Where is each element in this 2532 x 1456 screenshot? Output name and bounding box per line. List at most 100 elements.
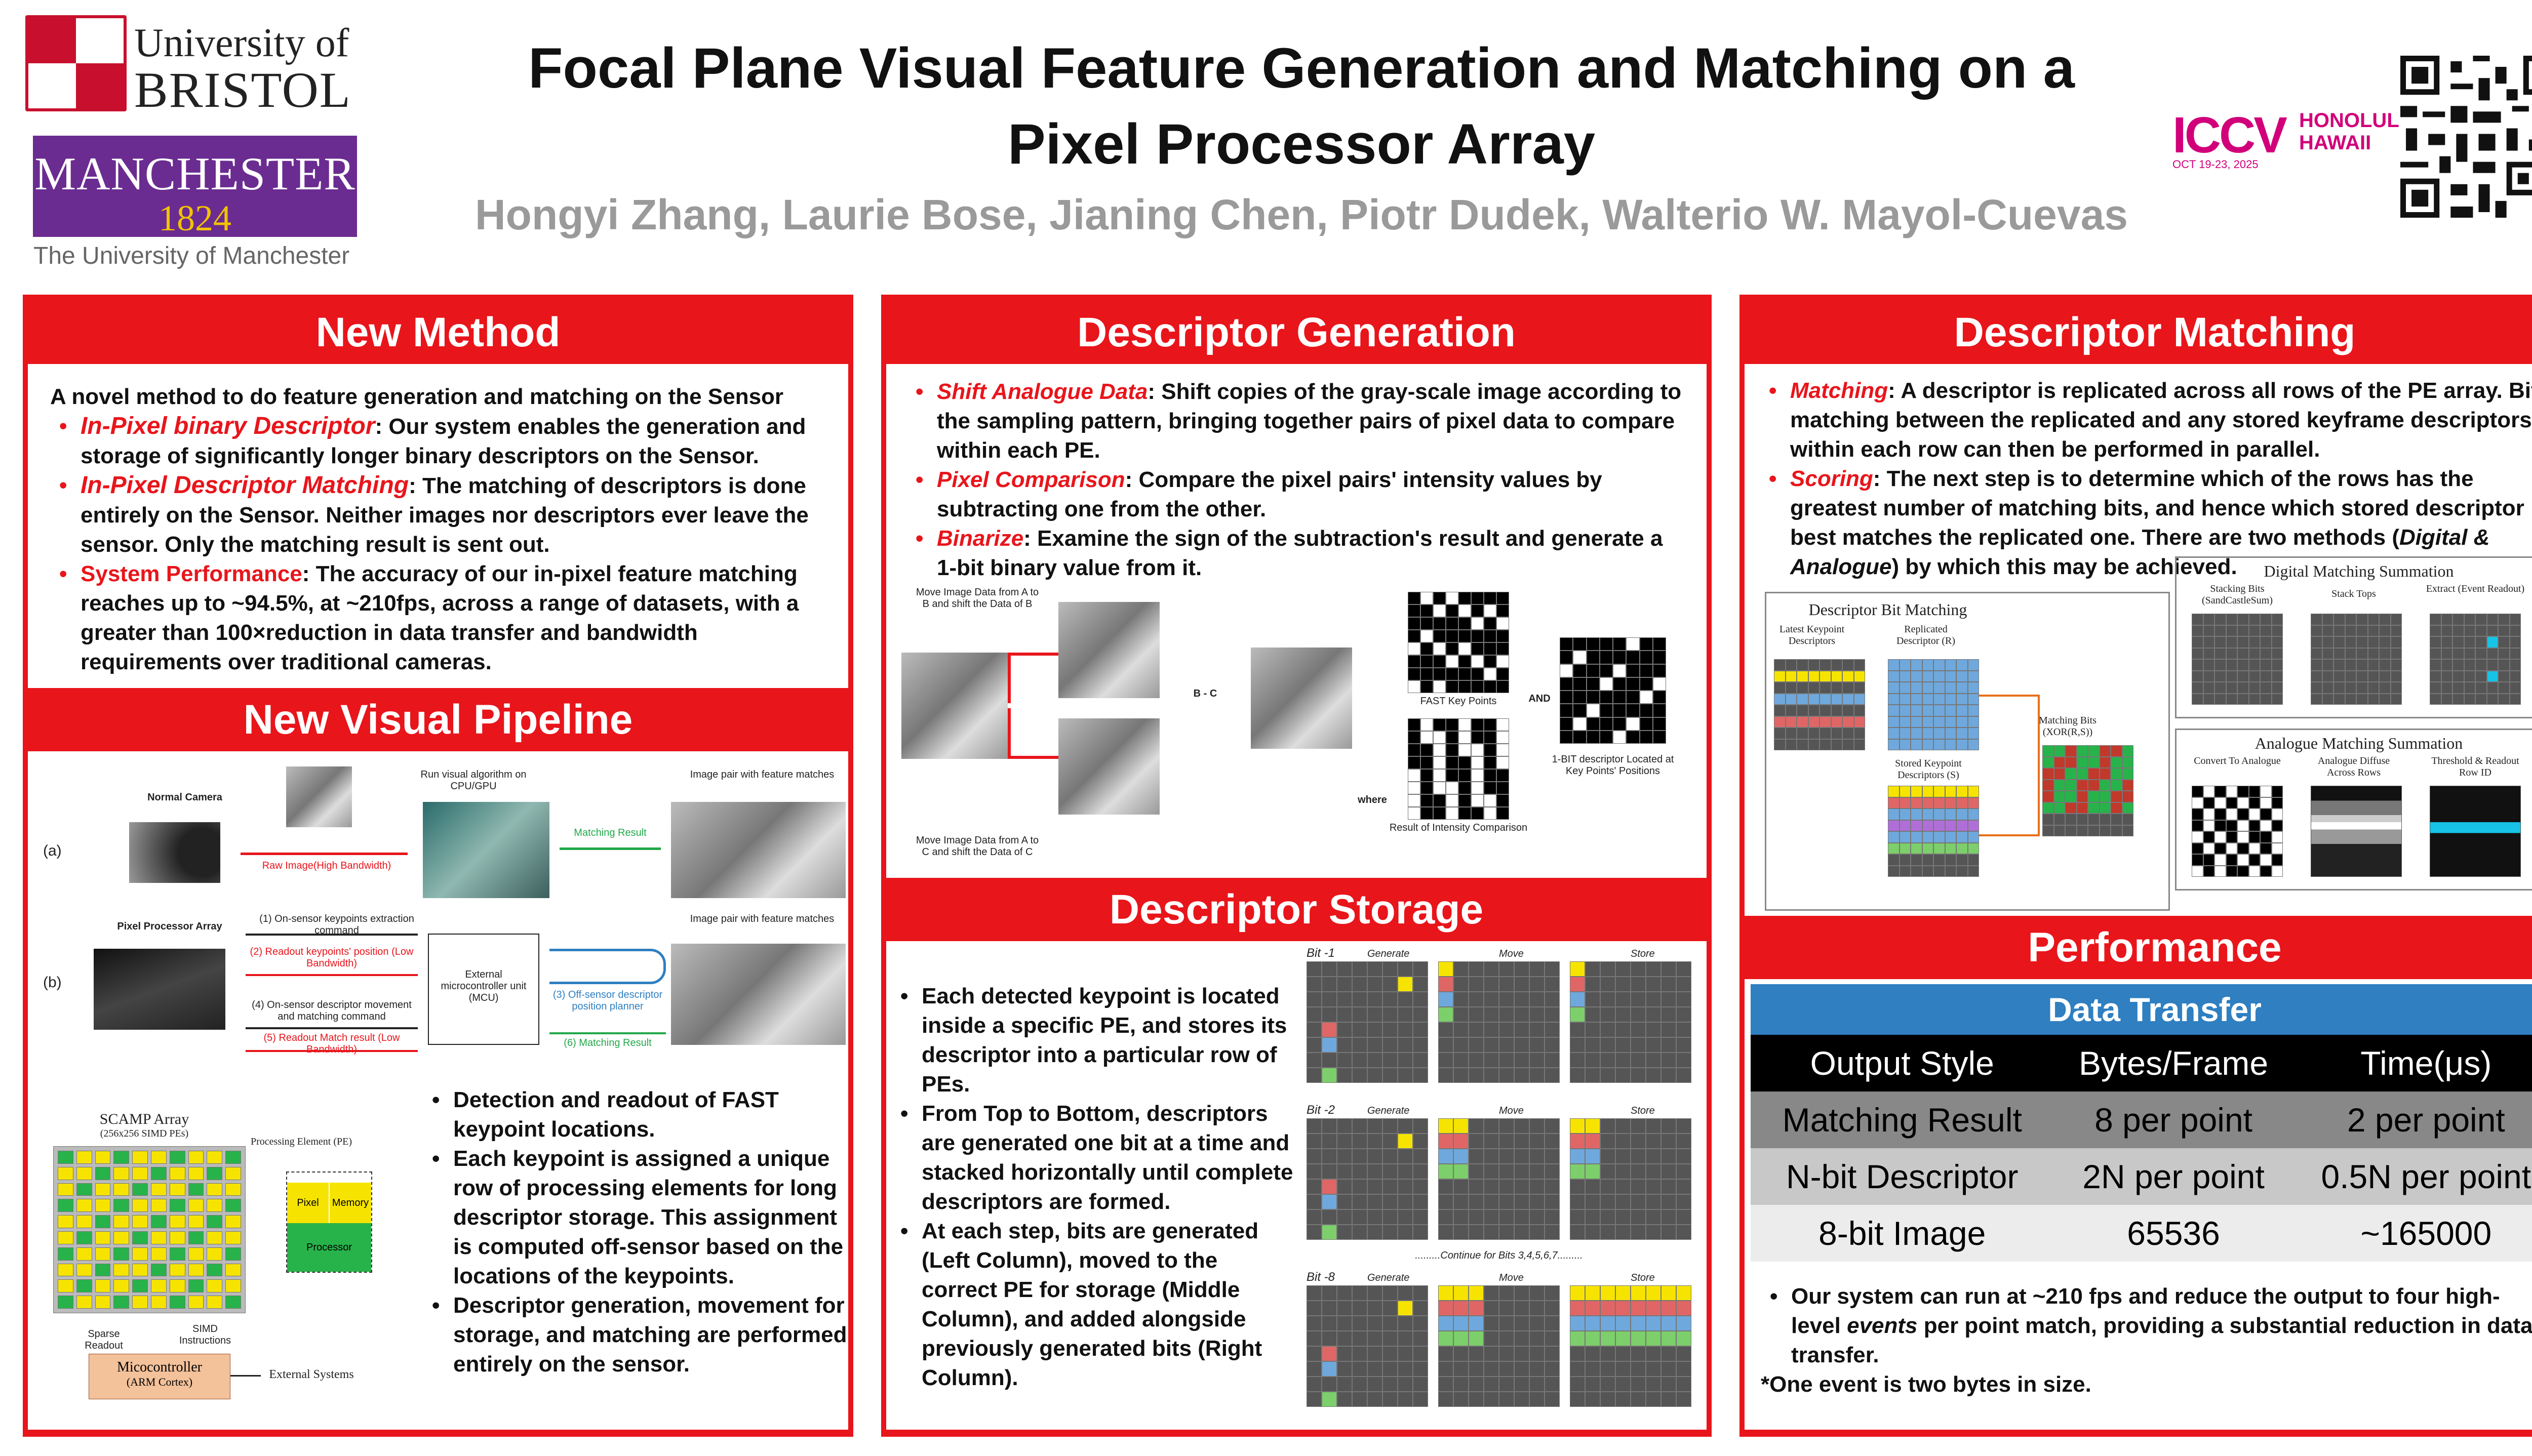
xor-cell [2122,825,2133,836]
storage-cell [1453,1118,1469,1134]
stored-cell [1933,865,1945,877]
descriptor-cell [1652,651,1666,664]
stack-cell [2260,614,2272,625]
analogue-cell [2192,831,2203,843]
replicated-cell [1911,705,1922,716]
storage-cell [1438,1377,1453,1392]
tops-cell [2356,614,2368,625]
storage-cell [1600,1209,1615,1225]
extract-cell [2509,659,2521,671]
stored-cell [1922,808,1933,820]
storage-cell [1545,1361,1560,1377]
bristol-line2: BRISTOL [134,62,351,118]
storage-cell [1322,1134,1337,1149]
tops-cell [2322,614,2333,625]
stack-cell [2271,682,2283,694]
stored-cell [1899,842,1911,854]
micro-sub-label: (ARM Cortex) [126,1376,193,1388]
storage-cell [1398,1377,1413,1392]
storage-cell [1514,992,1529,1007]
pe-cell [76,1215,92,1228]
storage-cell [1529,1037,1545,1053]
xor-cell [2111,814,2122,825]
storage-cell [1545,1053,1560,1068]
storage-cell [1499,1179,1514,1194]
storage-cell [1499,977,1514,992]
storage-cell [1661,1225,1676,1240]
extract-cell [2475,648,2487,659]
storage-cell [1307,1392,1322,1407]
replicated-cell [1956,682,1968,694]
storage-cell [1661,1007,1676,1022]
storage-grid [1438,1118,1560,1240]
storage-cell [1499,1164,1514,1179]
storage-cell [1676,1225,1691,1240]
stack-cell [2271,659,2283,671]
storage-cell [1615,1361,1631,1377]
pe-cell [95,1263,111,1277]
comparison-cell [1484,731,1496,744]
extract-cell [2498,682,2510,694]
iccv-location: HONOLULU HAWAII [2299,109,2414,154]
storage-cell [1545,992,1560,1007]
table-cell: Matching Result [1782,1101,2022,1139]
step2-arrow [246,974,418,976]
analogue-cell [2203,786,2214,797]
latest-cell [1797,693,1808,705]
qr-code-icon [2400,56,2532,218]
storage-cell [1646,1194,1661,1209]
storage-cell [1307,1346,1322,1361]
stored-cell [1911,797,1922,808]
image-pair-2-label: Image pair with feature matches [690,913,835,924]
storage-cell [1600,1361,1615,1377]
pe-cell [132,1215,148,1228]
performance-note: Our system can run at ~210 fps and reduc… [1761,1282,2532,1370]
analogue-cell [2192,854,2203,866]
pe-cell [169,1166,185,1180]
pe-cell [95,1247,111,1261]
stack-cell [2260,659,2272,671]
xor-cell [2099,745,2111,757]
latest-cell [1853,659,1865,671]
storage-cell [1585,1361,1600,1377]
replicated-cell [1967,659,1979,671]
storage-cell [1398,1134,1413,1149]
storage-cell [1484,977,1499,992]
descriptor-cell [1639,664,1653,677]
storage-cell [1484,1053,1499,1068]
replicated-cell [1922,659,1933,671]
pe-cell [169,1151,185,1164]
storage-cell [1367,1053,1382,1068]
storage-cell [1413,1346,1428,1361]
xor-cell [2076,825,2088,836]
xor-cell [2088,779,2100,791]
storage-cell [1413,1007,1428,1022]
performance-footnote: *One event is two bytes in size. [1761,1372,2091,1397]
descriptor-cell [1573,691,1587,704]
extract-cell [2464,670,2475,682]
storage-cell [1352,1194,1367,1209]
xor-cell [2111,825,2122,836]
stored-descriptor-grid [1888,786,1979,877]
iccv-location-1: HONOLULU [2299,109,2414,132]
image-difference [1251,648,1352,749]
storage-cell [1484,1301,1499,1316]
tops-cell [2379,693,2391,705]
stack-cell [2226,682,2237,694]
stack-cell [2226,659,2237,671]
storage-cell [1646,1068,1661,1083]
storage-cell [1484,1022,1499,1037]
pe-cell [132,1279,148,1293]
table-cell: 2N per point [2082,1158,2265,1195]
stack-cell [2237,636,2249,648]
storage-cell [1438,961,1453,977]
storage-cell [1398,1392,1413,1407]
xor-cell [2088,825,2100,836]
generation-heading: Descriptor Generation [1077,309,1516,355]
storage-cell [1337,1331,1352,1346]
analogue-cell [2214,820,2226,831]
storage-cell [1398,1007,1413,1022]
pe-cell [76,1247,92,1261]
step4-arrow [246,1027,418,1029]
storage-cell [1367,1346,1382,1361]
